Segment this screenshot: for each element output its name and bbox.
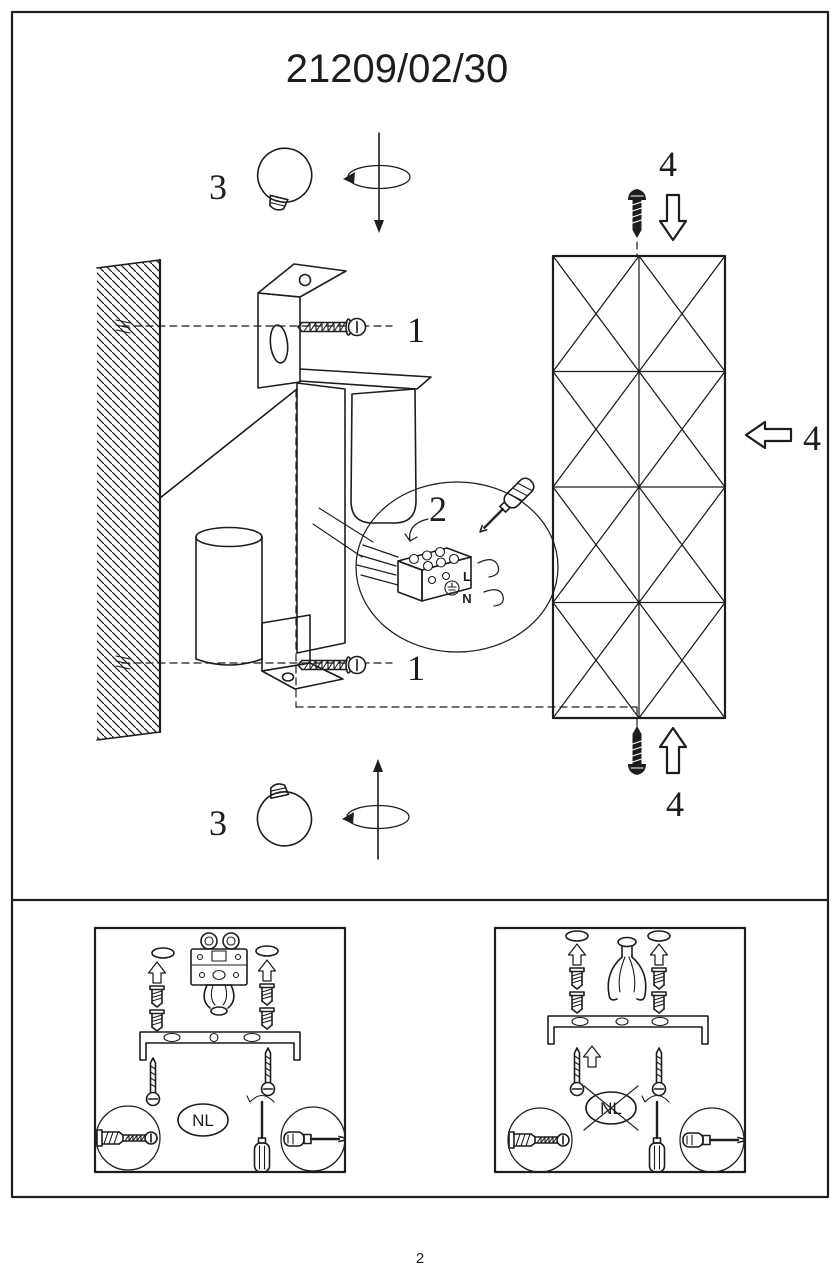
strain-claw-icon xyxy=(607,936,647,1001)
arrow-up-icon xyxy=(567,943,587,966)
keyhole-slot xyxy=(151,947,175,959)
screwdriver-icon xyxy=(681,1131,746,1149)
mounting-rail-icon xyxy=(139,1031,301,1061)
panel-border xyxy=(493,926,747,1174)
rotation-arrow-icon xyxy=(343,132,411,233)
wall-plug-screw-icon xyxy=(508,1131,570,1149)
rotation-arrow-icon xyxy=(342,759,410,860)
screw-icon xyxy=(627,725,647,776)
nl-badge-label: NL xyxy=(192,1111,214,1130)
nl-crossed-badge: NL xyxy=(583,1085,639,1131)
screwdriver-icon xyxy=(282,1130,347,1148)
keyhole-slot xyxy=(565,930,589,942)
bulb-icon xyxy=(256,147,313,211)
mounting-box-icon xyxy=(190,932,248,986)
wall-plug-icon xyxy=(651,991,667,1014)
wall-plug-screw-icon xyxy=(96,1129,158,1147)
keyhole-slot xyxy=(255,945,279,957)
arrow-up-icon xyxy=(257,959,277,982)
step-label-shade-bottom: 4 xyxy=(666,784,684,824)
upper-shade xyxy=(350,388,417,524)
nl-badge: NL xyxy=(177,1103,229,1137)
step3-top-group: 3 xyxy=(209,132,411,233)
wire-hook xyxy=(477,559,500,578)
lamp-bracket xyxy=(159,263,432,690)
arrow-up-icon xyxy=(582,1045,602,1068)
wire-hook xyxy=(483,589,504,607)
detail-circle xyxy=(355,481,559,653)
arrow-up-icon xyxy=(649,943,669,966)
arrow-up-icon xyxy=(147,961,167,984)
step-label-shade-right: 4 xyxy=(803,418,821,458)
step3-bottom-group: 3 xyxy=(209,759,410,860)
step-label-bulb-top: 3 xyxy=(209,167,227,207)
page-number: 2 xyxy=(416,1250,424,1267)
step4-right-group: 4 xyxy=(744,418,821,458)
construction-lines xyxy=(121,241,638,728)
screwdriver-icon xyxy=(479,477,535,533)
plug-screw-circle xyxy=(507,1107,573,1173)
arrow-left-icon xyxy=(744,420,793,450)
wall-plug-icon xyxy=(149,1009,165,1032)
mounting-rail-icon xyxy=(547,1015,709,1045)
wire-lines xyxy=(356,518,504,607)
screw-icon xyxy=(651,1047,667,1097)
lower-shade xyxy=(195,526,263,548)
screwdriver-circle xyxy=(280,1106,347,1172)
screw-icon xyxy=(260,1047,276,1097)
terminal-block xyxy=(397,546,472,602)
glass-panel xyxy=(551,254,727,720)
earth-symbol-icon xyxy=(444,580,460,596)
arrow-down-icon xyxy=(658,193,688,242)
screwdriver-icon xyxy=(245,1094,276,1174)
plug-screw-circle xyxy=(95,1105,161,1171)
wall-plug-icon xyxy=(651,967,667,990)
screw-icon xyxy=(627,188,647,239)
crossed-out-marks xyxy=(583,1085,639,1131)
page-title: 21209/02/30 xyxy=(286,47,508,91)
strain-claw-icon xyxy=(203,984,235,1016)
panel-border xyxy=(93,926,347,1174)
hardware-panel-left: NL xyxy=(93,926,347,1174)
step-label-mount-top: 1 xyxy=(407,310,425,350)
screw-icon xyxy=(297,655,367,675)
page-border xyxy=(10,10,830,1199)
keyhole-slot xyxy=(269,324,289,364)
wall-plug-icon xyxy=(259,983,275,1006)
wall-plug-icon xyxy=(149,985,165,1008)
screwdriver-circle xyxy=(679,1107,746,1173)
step4-top-group: 4 xyxy=(627,144,688,242)
step-label-wire: 2 xyxy=(429,489,447,529)
arrow-up-icon xyxy=(658,726,688,775)
bulb-icon xyxy=(256,783,313,847)
wall-section xyxy=(96,258,162,741)
step4-bottom-group: 4 xyxy=(627,725,688,824)
wall-plug-icon xyxy=(569,991,585,1014)
hardware-panel-right: NL xyxy=(493,926,747,1174)
screw-icon xyxy=(297,317,367,337)
wall-plug-icon xyxy=(569,967,585,990)
screw-icon xyxy=(569,1047,585,1097)
screwdriver-icon xyxy=(640,1094,671,1174)
wiring-detail: 2 L xyxy=(355,477,559,653)
step-label-bulb-bottom: 3 xyxy=(209,803,227,843)
terminal-label-live: L xyxy=(463,569,471,584)
terminal-label-neutral: N xyxy=(462,591,471,606)
wall-plug-icon xyxy=(259,1007,275,1030)
step-label-shade-top: 4 xyxy=(659,144,677,184)
step-label-mount-bottom: 1 xyxy=(407,648,425,688)
screw-icon xyxy=(145,1057,161,1107)
keyhole-slot xyxy=(647,930,671,942)
